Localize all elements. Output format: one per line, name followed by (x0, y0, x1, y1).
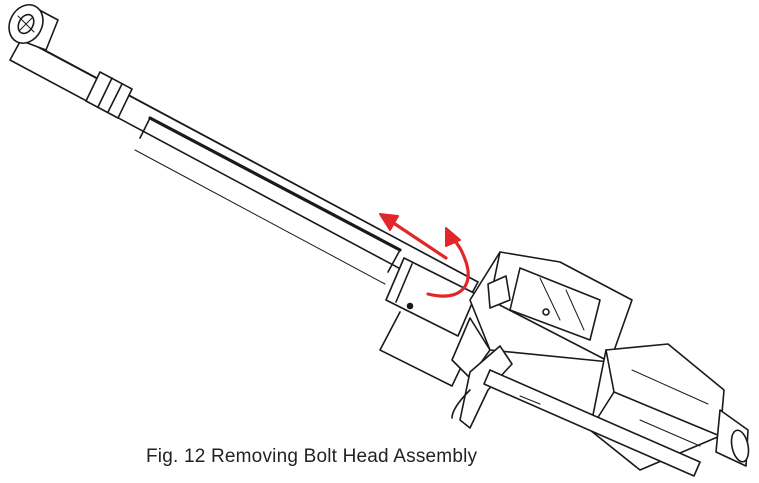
bolt-handle (451, 345, 513, 429)
bolt-end-cap (715, 409, 750, 467)
bolt-guide-rail (483, 369, 701, 477)
bolt-tip (8, 4, 59, 51)
bolt-head-sleeve (379, 257, 477, 387)
bolt-carrier (451, 251, 633, 379)
rotation-arrow (426, 227, 470, 298)
figure-caption: Fig. 12 Removing Bolt Head Assembly (146, 446, 478, 467)
straight-arrow (379, 213, 448, 260)
bolt-collar (85, 71, 133, 119)
